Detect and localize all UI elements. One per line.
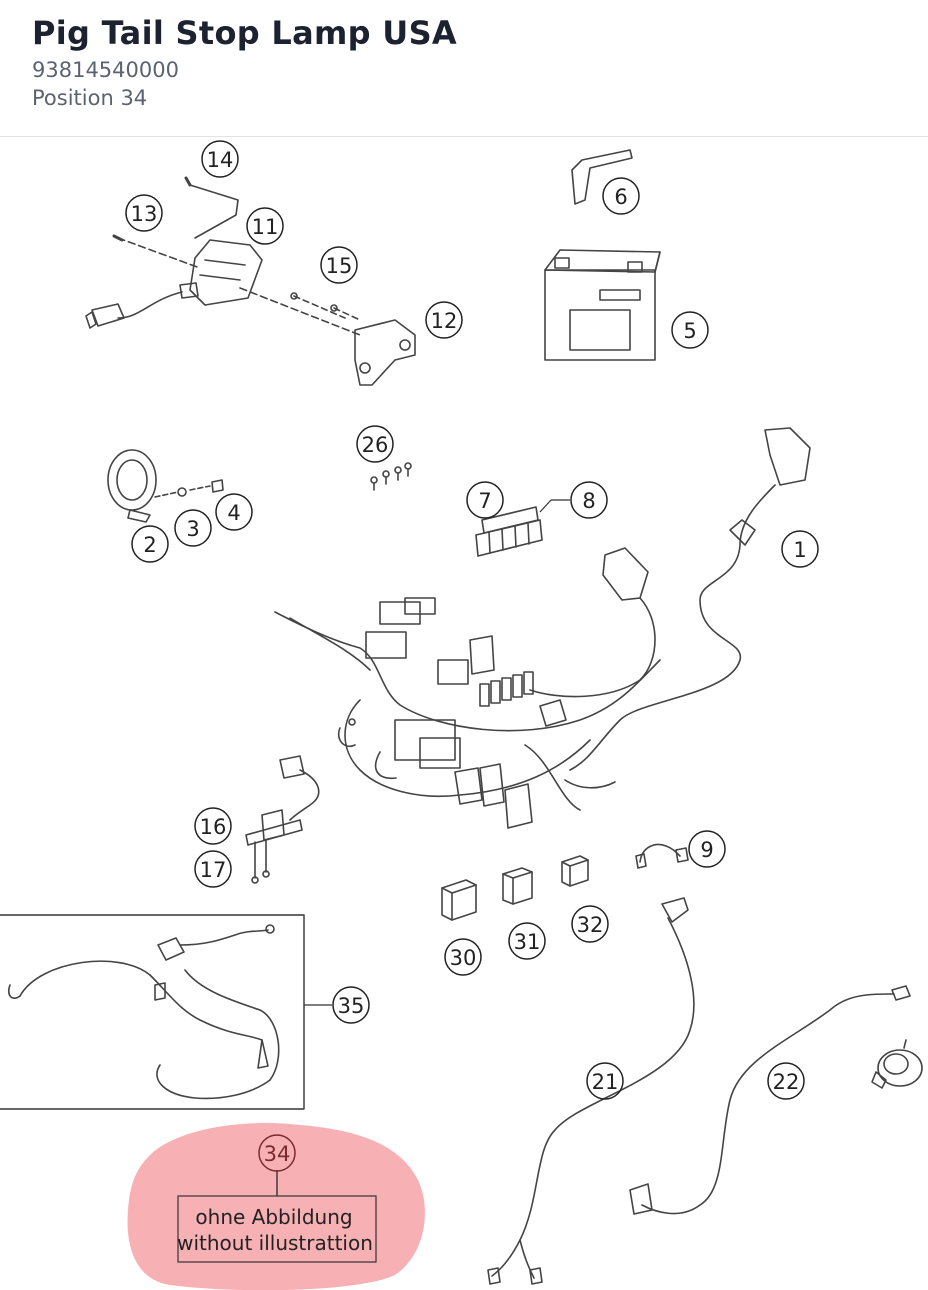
callout-circle (602, 177, 640, 215)
callout-label: 8 (582, 489, 595, 513)
callout-31: 31 (508, 922, 546, 960)
callout-circle (356, 425, 394, 463)
callout-circle (174, 509, 212, 547)
callout-1: 1 (781, 530, 819, 568)
callout-label: 13 (131, 202, 158, 226)
callout-circle (320, 246, 358, 284)
callout-label: 17 (200, 858, 227, 882)
part-header: Pig Tail Stop Lamp USA 93814540000 Posit… (0, 0, 928, 137)
callout-circle (688, 830, 726, 868)
callout-17: 17 (194, 850, 232, 888)
battery-part (544, 249, 661, 361)
callout-label: 9 (700, 838, 713, 862)
callout-13: 13 (125, 194, 163, 232)
callout-label: 31 (514, 930, 541, 954)
callout-circle (332, 986, 370, 1024)
callout-34: 34 (258, 1134, 296, 1172)
callout-label: 5 (683, 319, 696, 343)
callout-circle (444, 938, 482, 976)
callout-circle (215, 493, 253, 531)
callout-16: 16 (194, 807, 232, 845)
callout-9: 9 (688, 830, 726, 868)
callout-label: 4 (227, 501, 240, 525)
callout-circle (571, 905, 609, 943)
callout-26: 26 (356, 425, 394, 463)
callout-7: 7 (466, 481, 504, 519)
callout-21: 21 (586, 1062, 624, 1100)
regulator-assembly (85, 176, 416, 386)
callout-circle (194, 807, 232, 845)
callout-35: 35 (332, 986, 370, 1024)
cable-set-frame (0, 914, 305, 1110)
callout-circle (466, 481, 504, 519)
callout-12: 12 (425, 301, 463, 339)
callout-circle (194, 850, 232, 888)
callout-label: 26 (362, 433, 389, 457)
note-english: without illustrattion (177, 1231, 373, 1255)
callout-label: 3 (186, 517, 199, 541)
highlight-position-34: ohne Abbildung without illustrattion (127, 1123, 425, 1290)
long-cable-22-part (629, 985, 923, 1215)
callout-30: 30 (444, 938, 482, 976)
callout-label: 30 (450, 946, 477, 970)
relay-bracket-part (245, 755, 320, 884)
cable-set-part (7, 924, 280, 1100)
callout-4: 4 (215, 493, 253, 531)
callout-label: 12 (431, 309, 458, 333)
callout-circle (258, 1134, 296, 1172)
callout-circle (425, 301, 463, 339)
callout-circle (131, 525, 169, 563)
horn-part (107, 449, 224, 523)
callout-label: 32 (577, 913, 604, 937)
wiring-harness-part (274, 427, 811, 829)
callout-5: 5 (671, 311, 709, 349)
callout-circle (767, 1062, 805, 1100)
callout-label: 21 (592, 1070, 619, 1094)
callout-label: 14 (207, 148, 234, 172)
part-title: Pig Tail Stop Lamp USA (32, 14, 457, 52)
callout-15: 15 (320, 246, 358, 284)
callout-label: 11 (252, 215, 279, 239)
small-cable-part (635, 843, 689, 869)
callout-label: 7 (478, 489, 491, 513)
callout-label: 15 (326, 254, 353, 278)
fuse-block-part (475, 506, 543, 557)
callout-circle (781, 530, 819, 568)
callout-circle (570, 481, 608, 519)
exploded-parts-diagram: ohne Abbildung without illustrattion 123… (0, 140, 923, 1290)
callout-11: 11 (246, 207, 284, 245)
callout-label: 16 (200, 815, 227, 839)
callout-circle (671, 311, 709, 349)
no-illustration-box (177, 1195, 377, 1263)
callout-label: 34 (264, 1142, 291, 1166)
callout-label: 35 (338, 994, 365, 1018)
part-number: 93814540000 (32, 58, 179, 82)
screws-part (370, 462, 412, 491)
callout-8: 8 (570, 481, 608, 519)
callout-label: 1 (793, 538, 806, 562)
callout-32: 32 (571, 905, 609, 943)
callout-22: 22 (767, 1062, 805, 1100)
callout-circle (246, 207, 284, 245)
part-position: Position 34 (32, 86, 148, 110)
relays-part (441, 855, 589, 921)
callout-circle (586, 1062, 624, 1100)
callout-label: 22 (773, 1070, 800, 1094)
callout-label: 6 (614, 185, 627, 209)
note-german: ohne Abbildung (195, 1205, 352, 1229)
bracket-part (571, 149, 633, 205)
callout-3: 3 (174, 509, 212, 547)
callout-circle (125, 194, 163, 232)
callout-label: 2 (143, 533, 156, 557)
long-cable-21-part (487, 897, 695, 1285)
callout-circle (508, 922, 546, 960)
callout-14: 14 (201, 140, 239, 178)
callout-circle (201, 140, 239, 178)
callout-2: 2 (131, 525, 169, 563)
callout-6: 6 (602, 177, 640, 215)
